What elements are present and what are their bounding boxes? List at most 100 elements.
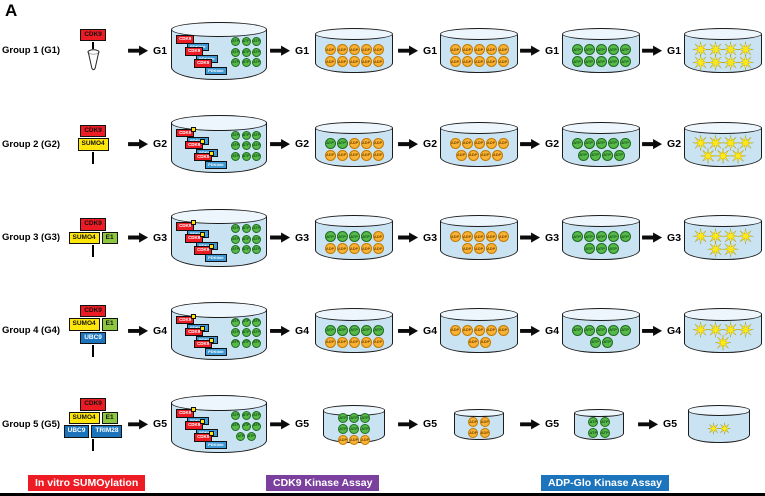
dish-rim [574,408,625,418]
enzyme-box: CDK9 [176,126,197,138]
arrow-right-icon [642,45,663,56]
component-box-cdk9: CDK9 [80,28,106,42]
adp-molecule: ADP [461,56,473,68]
component-box-trim28: TRIM28 [91,425,123,438]
atp-molecule: ATP [360,412,371,423]
atp-molecule: ATP [583,56,595,68]
substrate-box: PDKtide [205,67,227,76]
culture-dish [684,308,763,354]
stage-group-tag: G4 [295,324,310,337]
luminescence-burst-icon [707,227,725,245]
atp-molecule: ATP [241,421,251,431]
atp-molecule: ATP [601,149,613,161]
atp-molecule: ATP [607,231,619,243]
dish-cell [684,28,763,74]
sumo-tag-chip [191,220,197,226]
arrow-cell [640,232,664,243]
adp-molecule: ADP [324,243,336,255]
reaction-mixture: CDK9PDKtideCDK9PDKtideCDK9PDKtideATPATPA… [176,313,263,357]
component-box-e1: E1 [101,411,118,425]
stage-group-tag: G1 [423,44,438,57]
dish-rim [171,301,268,318]
adp-molecule: ADP [449,56,461,68]
adp-molecule: ADP [473,231,485,243]
enzyme-substrate-cluster: CDK9PDKtideCDK9PDKtideCDK9PDKtide [176,313,227,357]
atp-molecule: ATP [571,44,583,56]
arrow-right-icon [270,45,291,56]
culture-dish [684,215,763,261]
enzyme-box: CDK9 [194,431,215,442]
atp-molecule: ATP [607,137,619,149]
atp-molecule: ATP [324,231,336,243]
atp-molecule: ATP [607,56,619,68]
adp-molecule: ADP [485,137,497,149]
atp-molecule: ATP [324,137,336,149]
enzyme-box: CDK9 [185,47,204,56]
atp-molecule: ATP [231,37,241,47]
arrow-cell [268,139,292,150]
adp-molecule: ADP [360,336,372,348]
group-label: Group 2 (G2) [2,138,61,150]
luminescence-burst-icon [692,227,710,245]
atp-molecule: ATP [607,44,619,56]
stack-pole [92,151,94,164]
group-label: Group 4 (G4) [2,325,61,337]
arrow-right-icon [520,419,541,430]
dish-body [688,410,751,444]
arrow-cell [640,325,664,336]
stage-group-tag: G4 [545,324,560,337]
adp-molecule: ADP [473,137,485,149]
stage-group-tag: G2 [153,138,168,151]
atp-molecule: ATP [241,328,251,338]
arrow-right-icon [398,45,419,56]
dish-rim [684,215,763,228]
atp-molecule: ATP [252,58,262,68]
arrow-right-icon [520,139,541,150]
substrate-box: PDKtide [205,347,227,356]
dish-rim [684,308,763,321]
group-row: Group 5 (G5)CDK9SUMO4E1UBC9TRIM28G5CDK9P… [2,378,765,471]
arrow-right-icon [128,325,149,336]
arrow-cell [518,419,542,430]
dish-contents [688,40,758,71]
arrow-cell [396,139,420,150]
stage-group-tag: G5 [153,418,168,431]
arrow-cell [268,325,292,336]
adp-molecule: ADP [485,324,497,336]
enzyme-box: CDK9 [176,35,195,44]
enzyme-box: CDK9 [176,220,197,231]
atp-molecule: ATP [619,44,631,56]
stage-group-tag: G1 [295,44,310,57]
arrow-cell [640,45,664,56]
adp-molecule: ADP [473,44,485,56]
adp-molecule: ADP [455,149,467,161]
dish-rim [684,121,763,134]
atp-molecule: ATP [588,428,599,439]
luminescence-burst-icon [722,134,740,152]
atp-molecule: ATP [241,234,251,244]
atp-molecule: ATP [246,432,256,442]
luminescence-burst-icon [692,134,710,152]
enzyme-substrate-cluster: CDK9PDKtideCDK9PDKtideCDK9PDKtide [176,126,227,170]
luminescence-burst-icon [699,147,717,165]
component-box-sumo4: SUMO4 [77,138,109,151]
atp-molecule: ATP [241,58,251,68]
atp-molecule: ATP [360,231,372,243]
adp-molecule: ADP [336,149,348,161]
adp-molecule: ADP [473,324,485,336]
adp-molecule: ADP [372,336,384,348]
arrow-cell [126,45,150,56]
dish-rim [171,21,268,38]
